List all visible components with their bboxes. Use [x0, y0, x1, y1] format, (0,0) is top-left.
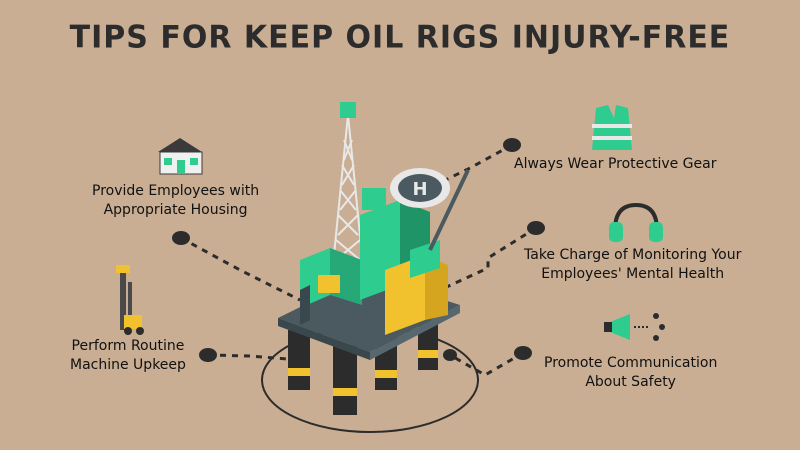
- tip-communication-line2: About Safety: [585, 374, 676, 390]
- tip-mental: Take Charge of Monitoring Your Employees…: [524, 246, 741, 284]
- page-title: TIPS FOR KEEP OIL RIGS INJURY-FREE: [69, 19, 731, 56]
- drill-machine-icon: [116, 265, 144, 335]
- tip-mental-line1: Take Charge of Monitoring Your: [524, 247, 742, 263]
- house-icon: [158, 138, 203, 175]
- connector-housing: [180, 236, 301, 302]
- tip-machine-line1: Perform Routine: [71, 338, 185, 354]
- connector-communication: [449, 351, 524, 377]
- derrick-top: [340, 102, 356, 118]
- connectors: [180, 143, 537, 377]
- tip-housing: Provide Employees with Appropriate Housi…: [92, 182, 259, 220]
- tip-machine: Perform Routine Machine Upkeep: [70, 337, 186, 375]
- headphones-icon: [609, 202, 663, 242]
- tip-gear: Always Wear Protective Gear: [514, 155, 716, 174]
- tip-mental-line2: Employees' Mental Health: [541, 266, 725, 282]
- megaphone-icon: [604, 313, 665, 341]
- connector-mental: [439, 226, 537, 292]
- tip-gear-line1: Always Wear Protective Gear: [514, 156, 717, 172]
- tip-communication: Promote Communication About Safety: [544, 354, 717, 392]
- tip-housing-line2: Appropriate Housing: [103, 202, 248, 218]
- safety-vest-icon: [592, 105, 632, 150]
- tip-machine-line2: Machine Upkeep: [70, 357, 186, 373]
- tip-housing-line1: Provide Employees with: [92, 183, 260, 199]
- svg-text:H: H: [412, 179, 427, 200]
- rig-modules: [300, 188, 448, 335]
- connector-gear: [424, 143, 513, 192]
- crane-arm: [428, 169, 470, 251]
- connector-machine: [207, 353, 301, 362]
- tip-communication-line1: Promote Communication: [544, 355, 718, 371]
- connector-dots: [172, 138, 545, 362]
